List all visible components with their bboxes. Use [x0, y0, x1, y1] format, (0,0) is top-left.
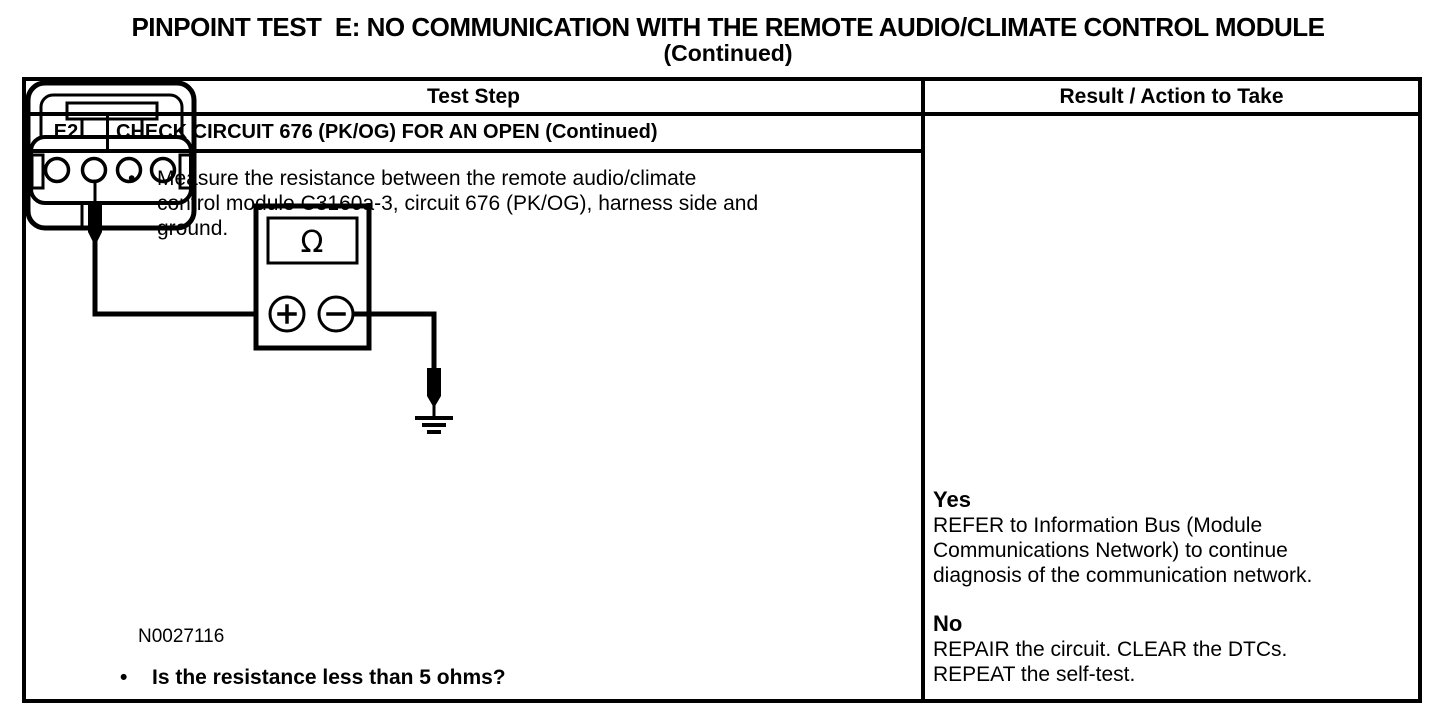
ground-probe-icon	[427, 368, 441, 396]
bullet-icon: •	[128, 167, 136, 190]
no-block: No REPAIR the circuit. CLEAR the DTCs. R…	[933, 611, 1414, 687]
instruction-line: ground.	[157, 217, 229, 240]
instruction-text: Measure the resistance between the remot…	[157, 166, 758, 241]
no-action-line: REPAIR the circuit. CLEAR the DTCs.	[933, 638, 1288, 661]
instruction-line: control module C3160a-3, circuit 676 (PK…	[157, 192, 759, 215]
instruction-line: Measure the resistance between the remot…	[157, 167, 697, 190]
page-title-continued: (Continued)	[663, 40, 793, 66]
measurement-diagram: Ω	[25, 80, 453, 434]
step-id: E2	[26, 116, 109, 153]
ohm-symbol: Ω	[301, 225, 324, 260]
connector-side-slot	[30, 153, 45, 190]
multimeter-display	[266, 216, 359, 265]
no-label: No	[933, 611, 963, 636]
no-action-line: REPEAT the self-test.	[933, 663, 1136, 686]
connector-pin-1	[43, 156, 71, 184]
connector-pin-4	[149, 156, 177, 184]
connector-pin-3	[115, 156, 143, 184]
header-result-action: Result / Action to Take	[921, 81, 1418, 116]
result-action-cell: Yes REFER to Information Bus (Module Com…	[921, 116, 1418, 699]
question-item: • Is the resistance less than 5 ohms?	[120, 665, 506, 690]
figure-number-label: N0027116	[138, 626, 225, 647]
yes-label: Yes	[933, 487, 971, 512]
yes-action-line: Communications Network) to continue	[933, 539, 1288, 562]
connector-side-slot	[178, 153, 193, 190]
yes-action-line: diagnosis of the communication network.	[933, 564, 1313, 587]
yes-action-line: REFER to Information Bus (Module	[933, 514, 1263, 537]
test-probe-tip	[88, 232, 102, 246]
probe-lead-wire	[92, 241, 273, 317]
page-title: PINPOINT TEST E: NO COMMUNICATION WITH T…	[131, 12, 1325, 42]
test-probe-icon	[88, 204, 102, 232]
header-test-step: Test Step	[26, 81, 921, 116]
ground-probe-tip	[427, 396, 441, 408]
instruction-item: • Measure the resistance between the rem…	[128, 166, 758, 241]
question-text: Is the resistance less than 5 ohms?	[152, 666, 506, 689]
bullet-icon: •	[120, 666, 128, 689]
step-title: CHECK CIRCUIT 676 (PK/OG) FOR AN OPEN (C…	[109, 116, 921, 153]
pinpoint-test-table: Test Step Result / Action to Take E2 CHE…	[22, 77, 1422, 703]
result-text: Yes REFER to Information Bus (Module Com…	[933, 487, 1414, 687]
connector-pin-2	[80, 156, 108, 184]
